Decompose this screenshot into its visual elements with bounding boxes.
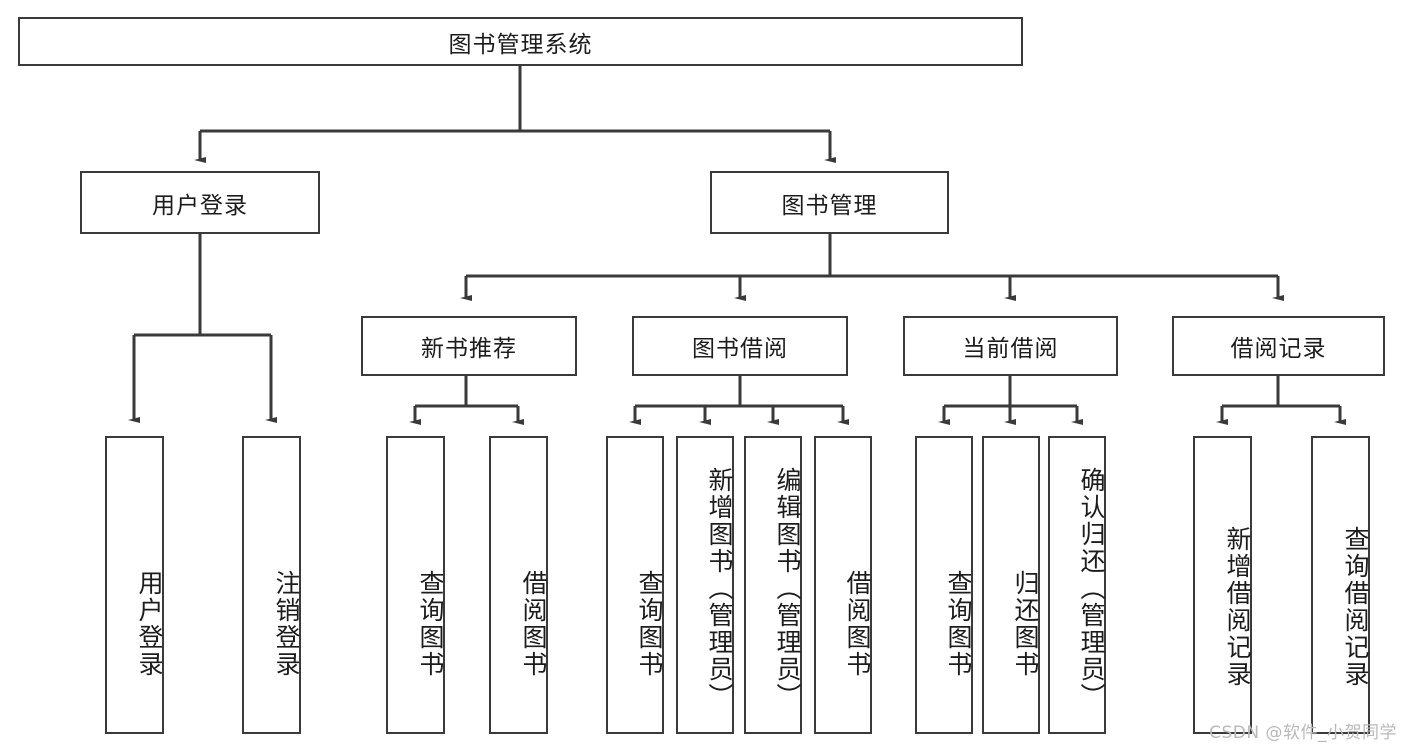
node-root-system-label: 图书管理系统 <box>448 31 593 58</box>
node-book-management[interactable]: 图书管理 <box>710 171 949 234</box>
csdn-watermark: CSDN @软件_小贺同学 <box>1209 723 1397 743</box>
leaf-current-borrow-query-book[interactable]: 查询图书 <box>915 436 973 734</box>
leaf-borrow-record-query-record-label: 查询借阅记录 <box>1341 526 1370 688</box>
leaf-book-borrow-query-book[interactable]: 查询图书 <box>606 436 664 734</box>
node-book-borrow[interactable]: 图书借阅 <box>632 316 848 376</box>
node-book-borrow-label: 图书借阅 <box>692 336 788 362</box>
leaf-new-book-query-book-label: 查询图书 <box>416 570 445 678</box>
leaf-book-borrow-edit-book[interactable]: 编辑图书（管理员） <box>744 436 802 734</box>
leaf-new-book-query-book[interactable]: 查询图书 <box>386 436 445 734</box>
leaf-new-book-borrow-book-label: 借阅图书 <box>519 570 548 678</box>
node-user-login-label: 用户登录 <box>152 192 248 219</box>
leaf-user-login-login-label: 用户登录 <box>135 570 164 678</box>
leaf-user-login-logout-label: 注销登录 <box>272 570 301 678</box>
leaf-current-borrow-confirm-return-label: 确认归还（管理员） <box>1077 466 1106 710</box>
leaf-borrow-record-add-record[interactable]: 新增借阅记录 <box>1193 436 1252 734</box>
leaf-current-borrow-confirm-return[interactable]: 确认归还（管理员） <box>1048 436 1106 734</box>
leaf-user-login-logout[interactable]: 注销登录 <box>242 436 301 734</box>
leaf-book-borrow-add-book-label: 新增图书（管理员） <box>705 466 734 710</box>
node-root-system[interactable]: 图书管理系统 <box>18 17 1023 66</box>
node-current-borrow[interactable]: 当前借阅 <box>903 316 1118 376</box>
node-user-login[interactable]: 用户登录 <box>80 171 320 234</box>
node-new-book-recommend[interactable]: 新书推荐 <box>361 316 577 376</box>
leaf-current-borrow-return-book[interactable]: 归还图书 <box>982 436 1040 734</box>
leaf-borrow-record-query-record[interactable]: 查询借阅记录 <box>1311 436 1370 734</box>
leaf-book-borrow-query-book-label: 查询图书 <box>635 570 664 678</box>
leaf-book-borrow-borrow-book[interactable]: 借阅图书 <box>814 436 872 734</box>
leaf-current-borrow-return-book-label: 归还图书 <box>1011 570 1040 678</box>
leaf-new-book-borrow-book[interactable]: 借阅图书 <box>489 436 548 734</box>
leaf-borrow-record-add-record-label: 新增借阅记录 <box>1223 526 1252 688</box>
leaf-user-login-login[interactable]: 用户登录 <box>105 436 164 734</box>
leaf-book-borrow-borrow-book-label: 借阅图书 <box>843 570 872 678</box>
node-borrow-record[interactable]: 借阅记录 <box>1172 316 1385 376</box>
node-new-book-recommend-label: 新书推荐 <box>421 336 517 362</box>
node-borrow-record-label: 借阅记录 <box>1230 336 1327 362</box>
node-current-borrow-label: 当前借阅 <box>962 336 1059 362</box>
leaf-book-borrow-edit-book-label: 编辑图书（管理员） <box>773 466 802 710</box>
leaf-book-borrow-add-book[interactable]: 新增图书（管理员） <box>676 436 734 734</box>
leaf-current-borrow-query-book-label: 查询图书 <box>944 570 973 678</box>
node-book-management-label: 图书管理 <box>781 192 878 219</box>
